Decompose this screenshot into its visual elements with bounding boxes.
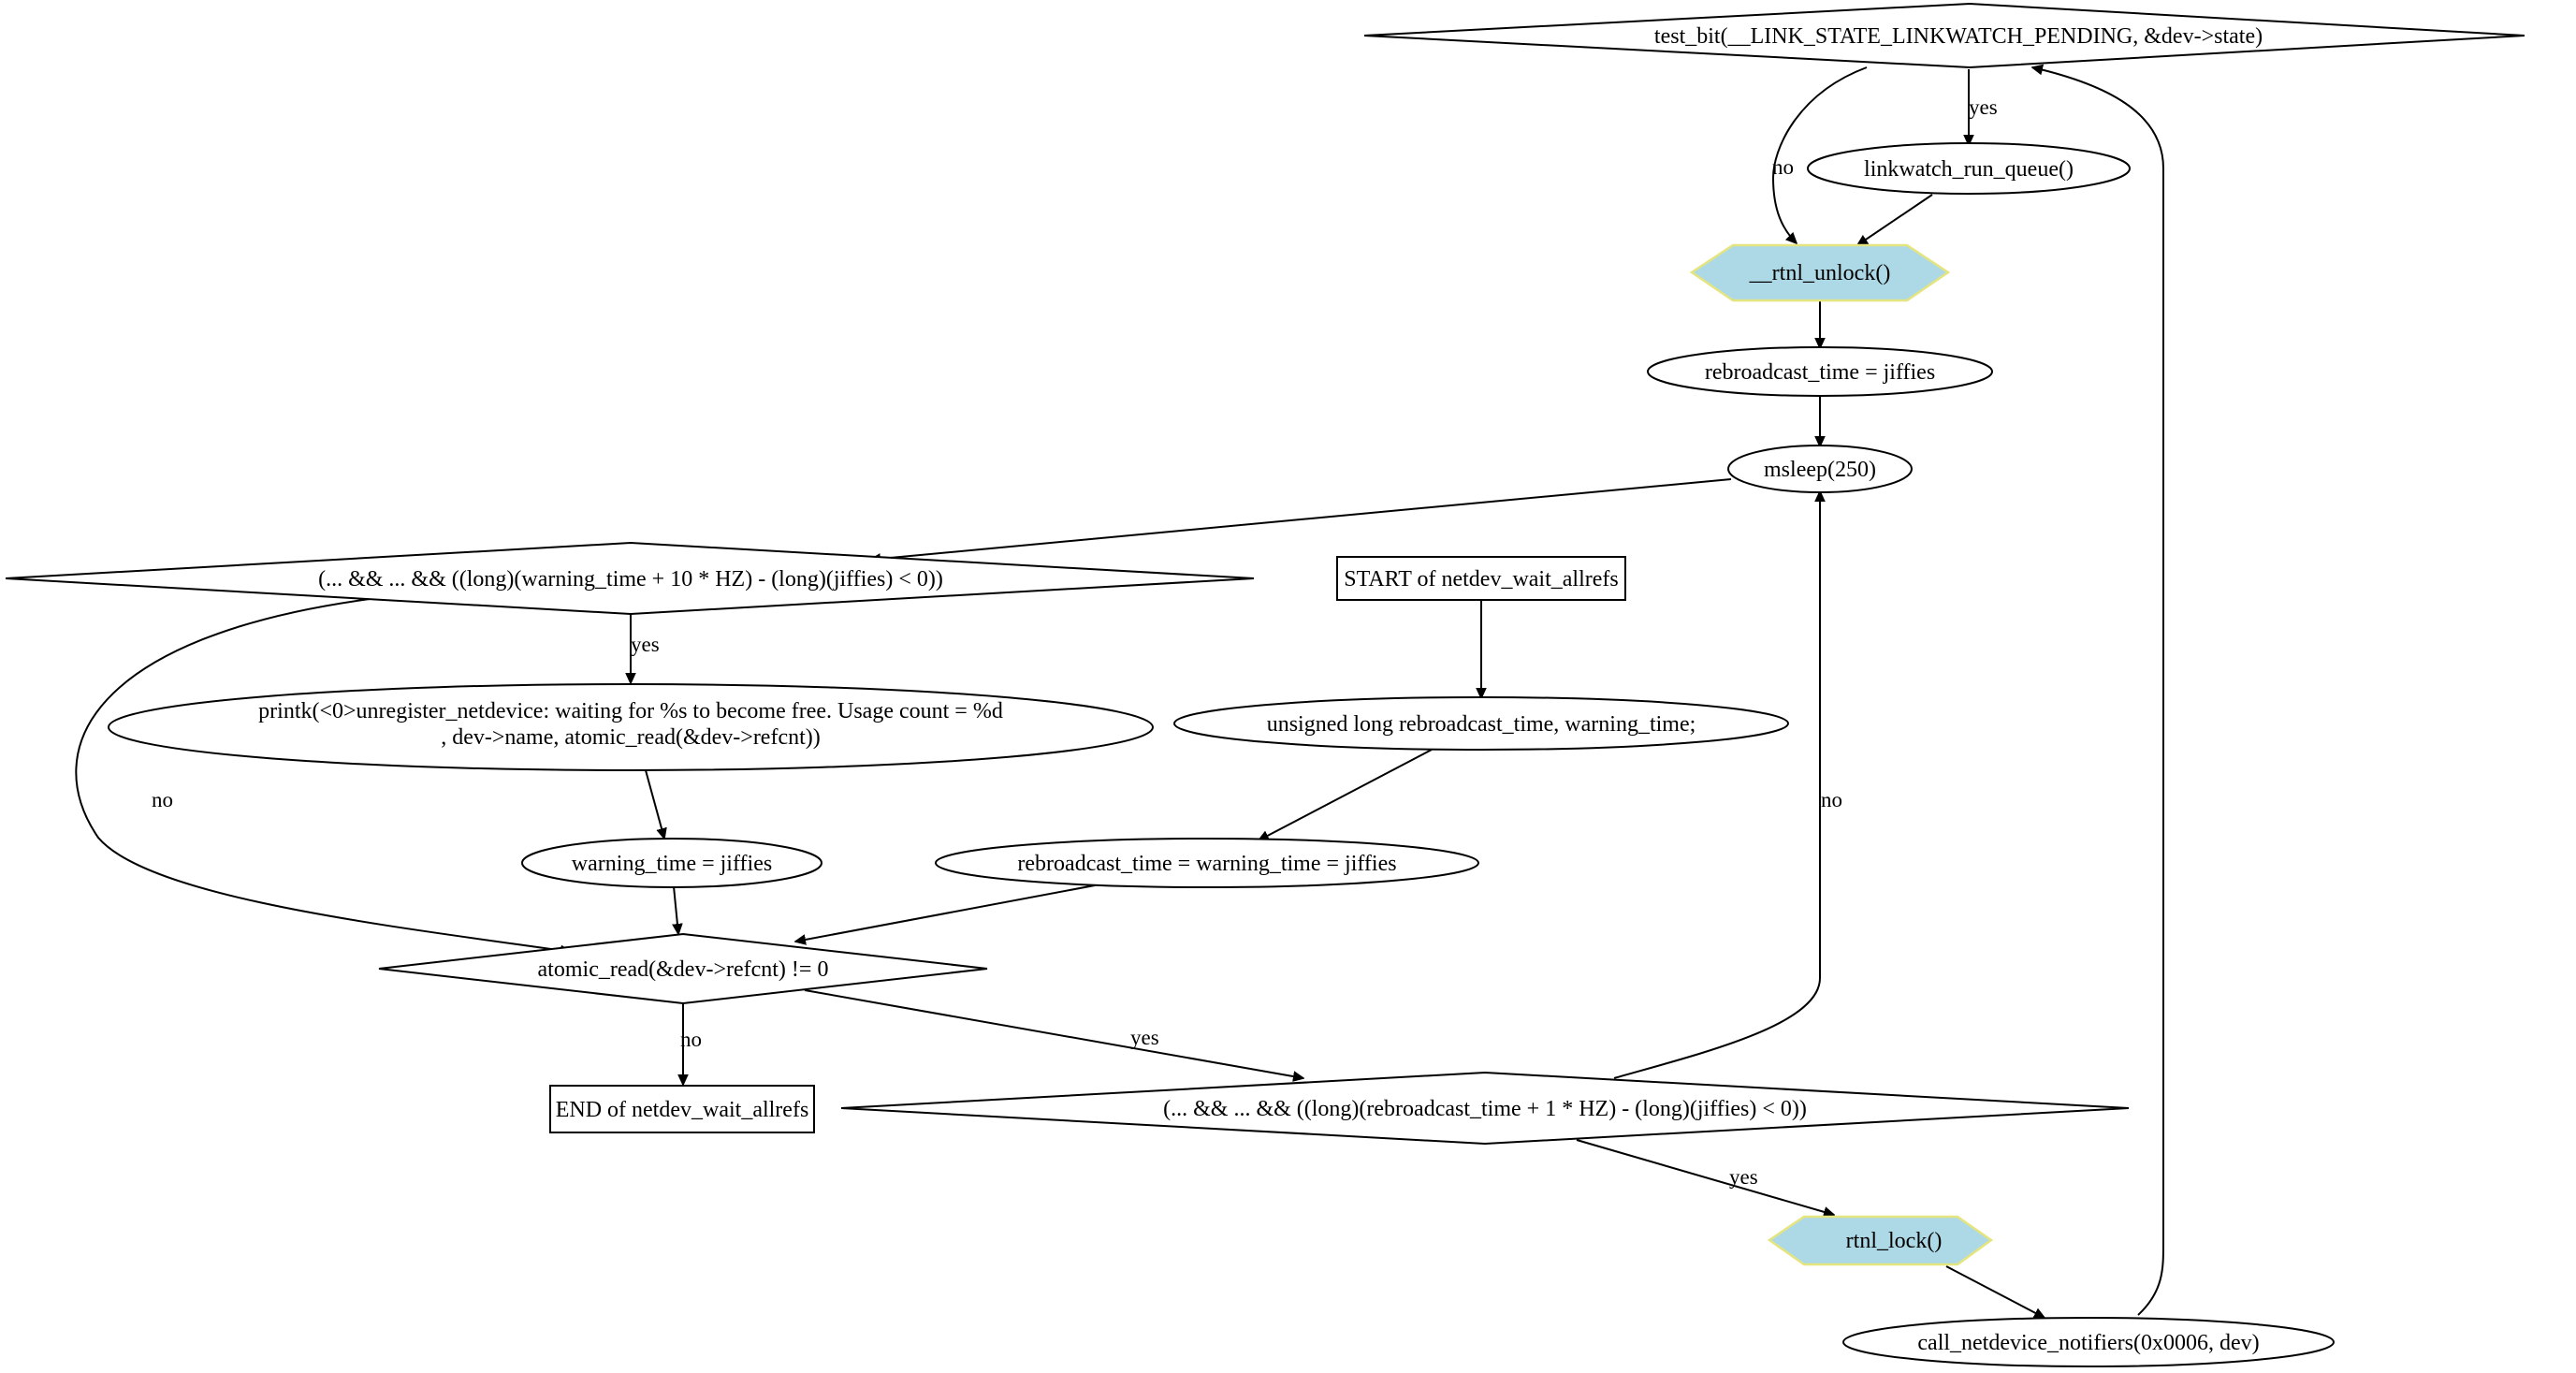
warning-assign-node: warning_time = jiffies bbox=[521, 838, 822, 888]
end-node-label: END of netdev_wait_allrefs bbox=[556, 1098, 809, 1122]
edge-linkwatch-to-rtnl-unlock bbox=[1857, 194, 1933, 245]
rtnl-unlock-node-label: __rtnl_unlock() bbox=[1749, 261, 1891, 285]
msleep-node: msleep(250) bbox=[1727, 445, 1913, 493]
edges bbox=[75, 66, 2164, 1319]
edge-labels: yes no yes no no yes no yes bbox=[152, 95, 1998, 1189]
edge-warning-check-to-refcnt-check bbox=[75, 598, 571, 952]
rebroadcast-assign-node: rebroadcast_time = jiffies bbox=[1647, 346, 1993, 397]
edge-label-rebroadcast-yes: yes bbox=[1729, 1165, 1758, 1189]
edge-label-test-bit-no: no bbox=[1772, 155, 1794, 179]
edge-label-refcnt-no: no bbox=[680, 1028, 702, 1051]
edge-msleep-to-warning-check bbox=[870, 478, 1732, 560]
rebroadcast-check-node-label: (... && ... && ((long)(rebroadcast_time … bbox=[1163, 1097, 1807, 1121]
edge-decl-to-init-assign bbox=[1259, 749, 1433, 841]
edge-label-rebroadcast-no: no bbox=[1821, 788, 1842, 811]
rebroadcast-assign-node-label: rebroadcast_time = jiffies bbox=[1705, 360, 1935, 385]
printk-node-label-line1: printk(<0>unregister_netdevice: waiting … bbox=[258, 699, 1003, 723]
init-assign-node: rebroadcast_time = warning_time = jiffie… bbox=[935, 838, 1479, 888]
edge-test-bit-to-rtnl-unlock bbox=[1771, 66, 1868, 243]
edge-rebroadcast-check-to-rtnl-lock bbox=[1576, 1139, 1834, 1215]
start-node-label: START of netdev_wait_allrefs bbox=[1344, 567, 1618, 592]
edge-rtnl-lock-to-call-notifiers bbox=[1945, 1265, 2045, 1319]
nodes: START of netdev_wait_allrefs unsigned lo… bbox=[5, 2, 2525, 1367]
refcnt-check-node: atomic_read(&dev->refcnt) != 0 bbox=[378, 932, 988, 1005]
edge-label-refcnt-yes: yes bbox=[1130, 1026, 1159, 1049]
init-assign-node-label: rebroadcast_time = warning_time = jiffie… bbox=[1017, 852, 1396, 876]
rebroadcast-check-node: (... && ... && ((long)(rebroadcast_time … bbox=[840, 1071, 2130, 1146]
warning-check-node: (... && ... && ((long)(warning_time + 10… bbox=[5, 541, 1255, 616]
edge-label-warning-no: no bbox=[152, 788, 173, 811]
linkwatch-node-label: linkwatch_run_queue() bbox=[1864, 157, 2074, 182]
printk-node-label-line2: , dev->name, atomic_read(&dev->refcnt)) bbox=[441, 725, 821, 750]
edge-refcnt-to-rebroadcast-check bbox=[804, 989, 1303, 1078]
call-notifiers-node-label: call_netdevice_notifiers(0x0006, dev) bbox=[1917, 1331, 2259, 1355]
refcnt-check-node-label: atomic_read(&dev->refcnt) != 0 bbox=[538, 957, 829, 982]
rtnl-lock-node: rtnl_lock() bbox=[1767, 1215, 1994, 1266]
declaration-node-label: unsigned long rebroadcast_time, warning_… bbox=[1267, 712, 1696, 737]
warning-assign-node-label: warning_time = jiffies bbox=[572, 852, 772, 876]
linkwatch-node: linkwatch_run_queue() bbox=[1807, 142, 2131, 195]
test-bit-node: test_bit(__LINK_STATE_LINKWATCH_PENDING,… bbox=[1363, 2, 2525, 69]
warning-check-node-label: (... && ... && ((long)(warning_time + 10… bbox=[318, 567, 943, 592]
edge-rebroadcast-check-to-msleep bbox=[1613, 491, 1820, 1079]
declaration-node: unsigned long rebroadcast_time, warning_… bbox=[1173, 696, 1789, 751]
edge-call-notifiers-to-test-bit bbox=[2032, 67, 2164, 1316]
edge-label-test-bit-yes: yes bbox=[1969, 95, 1998, 119]
start-node: START of netdev_wait_allrefs bbox=[1336, 556, 1626, 601]
rtnl-lock-node-label: rtnl_lock() bbox=[1846, 1229, 1943, 1253]
rtnl-unlock-node: __rtnl_unlock() bbox=[1689, 243, 1951, 302]
end-node: END of netdev_wait_allrefs bbox=[549, 1085, 815, 1133]
msleep-node-label: msleep(250) bbox=[1764, 458, 1876, 482]
test-bit-node-label: test_bit(__LINK_STATE_LINKWATCH_PENDING,… bbox=[1654, 24, 2263, 49]
printk-node: printk(<0>unregister_netdevice: waiting … bbox=[108, 683, 1154, 771]
edge-label-warning-yes: yes bbox=[631, 633, 660, 656]
edge-warning-assign-to-refcnt-check bbox=[674, 885, 678, 934]
edge-init-assign-to-refcnt-check bbox=[795, 884, 1096, 942]
edge-printk-to-warning-assign bbox=[645, 769, 664, 839]
call-notifiers-node: call_netdevice_notifiers(0x0006, dev) bbox=[1842, 1317, 2335, 1367]
